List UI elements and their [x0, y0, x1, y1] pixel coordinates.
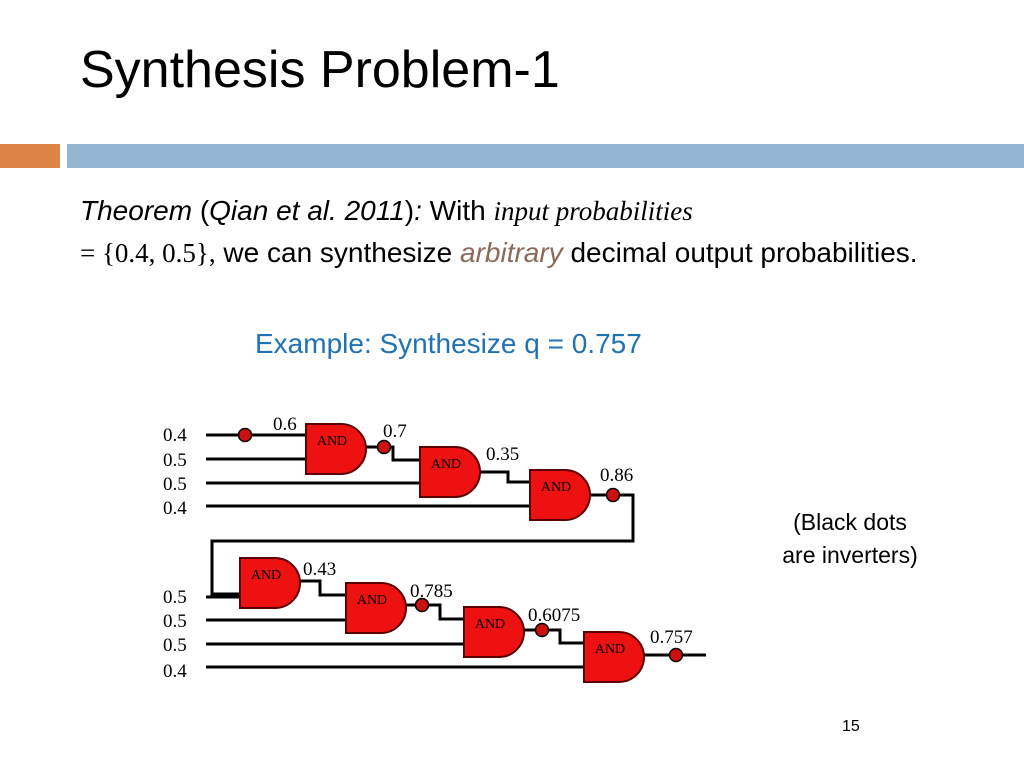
top-inverter-g1-out: [376, 439, 392, 455]
bottom-prob-label-2: 0.785: [410, 581, 453, 602]
bottom-inverter-g4-out: [668, 647, 684, 663]
theorem-set: = {0.4, 0.5},: [80, 238, 216, 268]
theorem-open-paren: (: [192, 195, 210, 226]
bottom-input-label-3: 0.5: [163, 635, 187, 656]
top-prob-label-4: 0.86: [600, 465, 633, 486]
bottom-prob-label-1: 0.43: [303, 559, 336, 580]
bottom-prob-label-4: 0.757: [650, 627, 693, 648]
top-input-label-1: 0.4: [163, 425, 187, 446]
top-and-gate-3: [529, 469, 591, 521]
bottom-and-gate-1-label: AND: [251, 568, 281, 583]
bottom-input-label-2: 0.5: [163, 611, 187, 632]
bottom-prob-label-3: 0.6075: [528, 605, 580, 626]
theorem-text: Theorem (Qian et al. 2011): With input p…: [80, 190, 940, 274]
top-and-gate-3-label: AND: [541, 480, 571, 495]
bottom-wire-g1-g2: [299, 579, 346, 597]
top-and-gate-2: [419, 446, 481, 498]
note-line-2: are inverters): [782, 542, 918, 568]
top-inverter-g3-out: [605, 487, 621, 503]
top-input-label-3: 0.5: [163, 474, 187, 495]
top-prob-label-3: 0.35: [486, 444, 519, 465]
bottom-and-gate-2: [345, 582, 407, 634]
bottom-inverter-g3-out: [534, 622, 550, 638]
slide-title: Synthesis Problem-1: [80, 41, 560, 99]
inverter-note: (Black dots are inverters): [760, 506, 940, 572]
theorem-close-paren: ): [404, 195, 415, 226]
theorem-input-probabilities: input probabilities: [493, 196, 693, 226]
example-text: Example: Synthesize q = 0.757: [255, 328, 642, 359]
note-line-1: (Black dots: [793, 509, 907, 535]
bottom-input-label-4: 0.4: [163, 661, 187, 682]
top-inverter-input-1: [237, 427, 253, 443]
top-input-label-2: 0.5: [163, 450, 187, 471]
bottom-wire-g3-g4: [524, 628, 584, 645]
bottom-and-gate-3-label: AND: [475, 617, 505, 632]
accent-bar-orange: [0, 144, 60, 168]
theorem-end: decimal output probabilities.: [562, 237, 918, 268]
top-and-gate-1-label: AND: [317, 434, 347, 449]
theorem-colon: :: [414, 195, 430, 226]
top-prob-label-1: 0.6: [273, 414, 297, 435]
theorem-arbitrary: arbitrary: [460, 237, 563, 268]
bottom-and-gate-3: [463, 606, 525, 658]
theorem-mid: we can synthesize: [215, 237, 460, 268]
top-wire-g2-g3: [480, 470, 530, 484]
top-prob-label-2: 0.7: [383, 421, 407, 442]
bottom-wire-g2-g3: [406, 603, 464, 621]
theorem-label: Theorem: [80, 195, 193, 226]
theorem-with: With: [429, 195, 494, 226]
top-to-bottom-loop-wire: [210, 493, 635, 596]
bottom-input-label-1: 0.5: [163, 587, 187, 608]
top-and-gate-1: [305, 423, 367, 475]
bottom-and-gate-4-label: AND: [595, 642, 625, 657]
bottom-and-gate-4: [583, 631, 645, 683]
top-and-gate-2-label: AND: [431, 457, 461, 472]
page-number: 15: [842, 718, 860, 735]
accent-bar-blue: [67, 144, 1024, 168]
bottom-and-gate-2-label: AND: [357, 593, 387, 608]
bottom-and-gate-1: [239, 557, 301, 609]
top-wire-g1-g2: [366, 445, 420, 462]
theorem-citation: Qian et al. 2011: [209, 195, 405, 226]
bottom-inverter-g2-out: [414, 597, 430, 613]
top-input-label-4: 0.4: [163, 498, 187, 519]
